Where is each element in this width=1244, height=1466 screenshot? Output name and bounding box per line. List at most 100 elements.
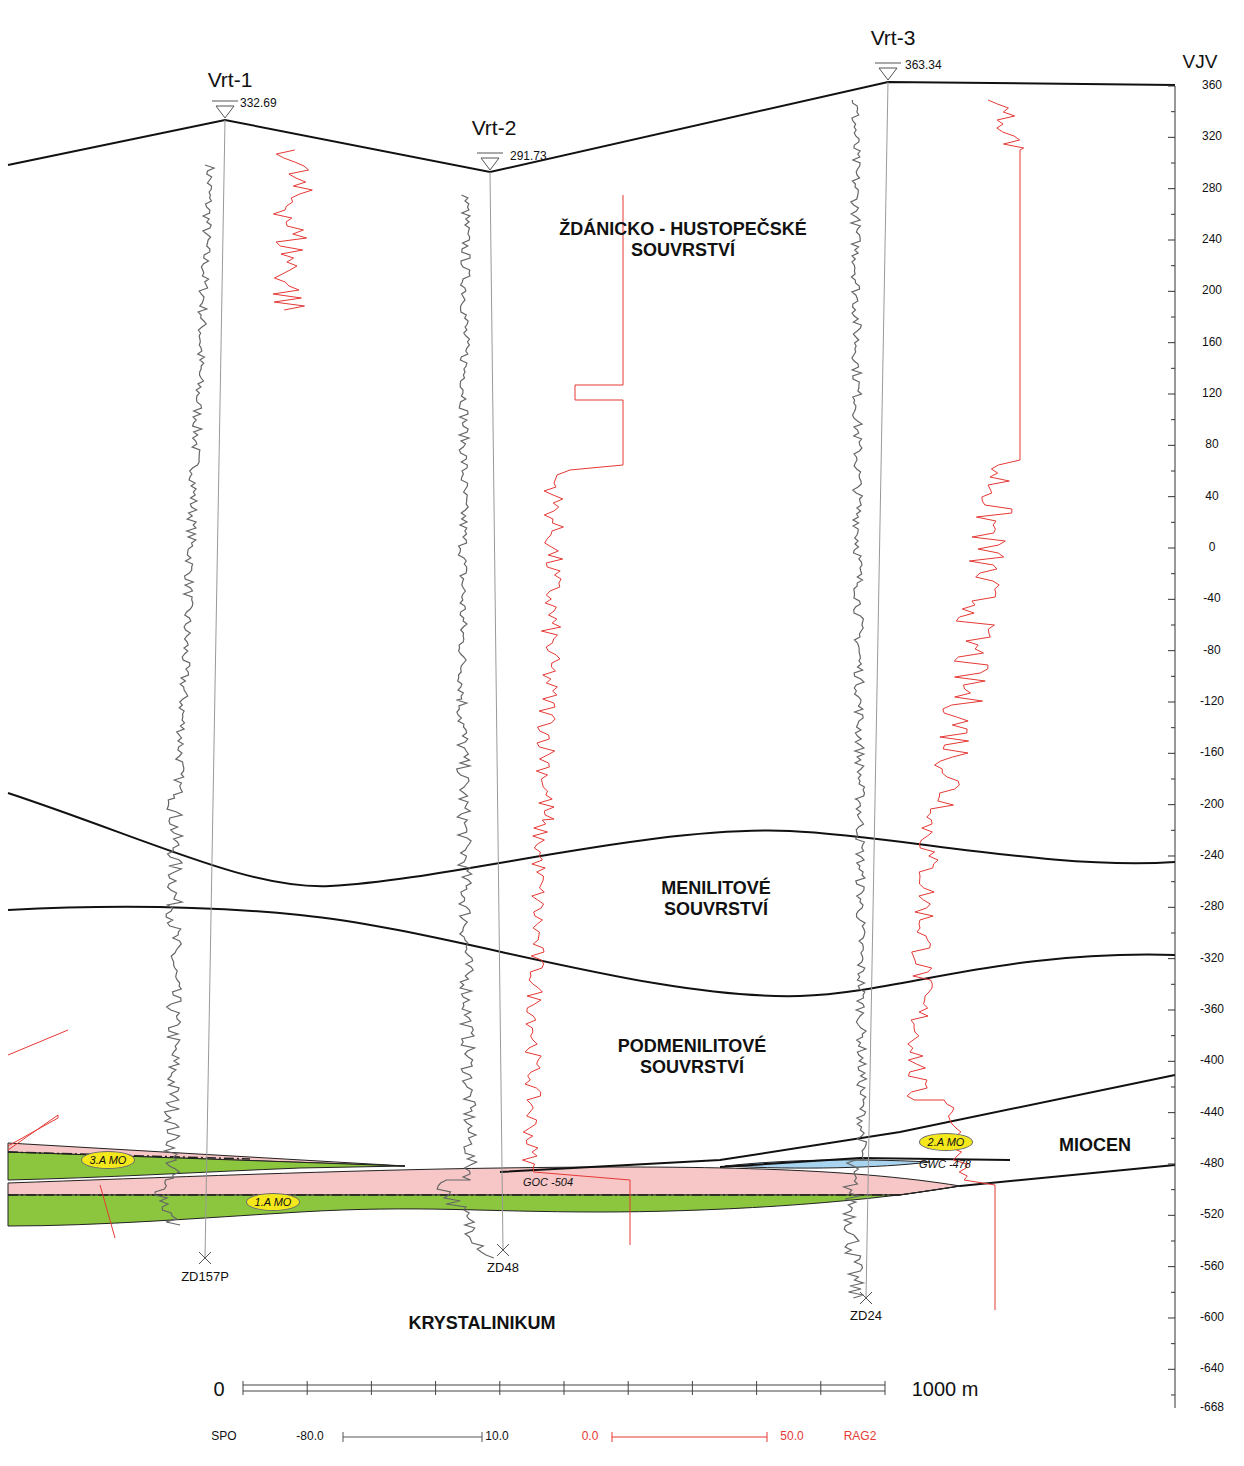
- depth-value: 40: [1205, 490, 1218, 504]
- well-path: [866, 82, 888, 1298]
- depth-value: -280: [1200, 900, 1224, 914]
- axis-tick: [1168, 1061, 1175, 1062]
- axis-tick: [1168, 394, 1175, 395]
- depth-value: 0: [1209, 541, 1216, 555]
- depth-value: -120: [1200, 695, 1224, 709]
- depth-value: -640: [1200, 1362, 1224, 1376]
- well-path: [205, 120, 225, 1258]
- scale-tick: [564, 1381, 565, 1395]
- formation-name: MENILITOVÉ SOUVRSTVÍ: [631, 878, 801, 919]
- scale-label: 0: [213, 1378, 224, 1401]
- axis-tick: [1171, 265, 1175, 266]
- depth-value: 280: [1202, 182, 1222, 196]
- formation-name: ŽDÁNICKO - HUSTOPEČSKÉ SOUVRSTVÍ: [513, 219, 853, 260]
- scale-tick: [307, 1381, 308, 1395]
- depth-value: -200: [1200, 798, 1224, 812]
- sp-log: [437, 195, 494, 1258]
- scale-tick: [243, 1381, 244, 1395]
- axis-tick: [1171, 1240, 1175, 1241]
- boundary-line: [8, 907, 1175, 996]
- axis-tick: [1171, 624, 1175, 625]
- contact-label: GWC -478: [919, 1158, 971, 1171]
- axis-tick: [1168, 1215, 1175, 1216]
- axis-tick: [1171, 881, 1175, 882]
- axis-tick: [1171, 419, 1175, 420]
- axis-tick: [1168, 342, 1175, 343]
- axis-tick: [1168, 291, 1175, 292]
- axis-tick: [1168, 650, 1175, 651]
- axis-tick: [1171, 214, 1175, 215]
- axis-tick: [1171, 111, 1175, 112]
- reservoir-name: 2.A MO: [928, 1136, 965, 1148]
- axis-tick: [1171, 984, 1175, 985]
- log-curve: [8, 1030, 68, 1055]
- well-name: Vrt-2: [472, 116, 517, 140]
- scale-tick: [499, 1381, 500, 1395]
- axis-tick: [1171, 676, 1175, 677]
- axis-tick: [1168, 958, 1175, 959]
- depth-value: -600: [1200, 1311, 1224, 1325]
- reservoir-tag: 2.A MO: [919, 1133, 974, 1151]
- axis-tick: [1168, 240, 1175, 241]
- well-id: ZD24: [850, 1309, 882, 1324]
- axis-tick: [1171, 830, 1175, 831]
- legend-label: SPO: [211, 1430, 236, 1444]
- axis-tick: [1171, 1035, 1175, 1036]
- depth-axis: [1175, 86, 1176, 1408]
- depth-value: -80: [1203, 644, 1220, 658]
- axis-tick: [1168, 496, 1175, 497]
- depth-value: -668: [1200, 1401, 1224, 1415]
- axis-tick: [1168, 599, 1175, 600]
- scale-tick: [885, 1381, 886, 1395]
- axis-tick: [1171, 317, 1175, 318]
- axis-tick: [1171, 1189, 1175, 1190]
- direction: VJV: [1183, 51, 1218, 73]
- reservoir-name: 3.A MO: [90, 1154, 127, 1166]
- reservoir-name: 1.A MO: [255, 1196, 292, 1208]
- depth-value: -560: [1200, 1260, 1224, 1274]
- depth-value: 320: [1202, 130, 1222, 144]
- axis-tick: [1171, 1086, 1175, 1087]
- axis-tick: [1168, 1266, 1175, 1267]
- log-curve: [100, 1185, 115, 1238]
- elevation: 363.34: [905, 59, 942, 73]
- scale-tick: [820, 1381, 821, 1395]
- legend-label: 10.0: [485, 1430, 508, 1444]
- boundary-line: [8, 793, 1175, 886]
- sp-log: [844, 100, 867, 1298]
- depth-value: 360: [1202, 79, 1222, 93]
- formation-name: MIOCEN: [1059, 1135, 1131, 1156]
- well-name: Vrt-1: [208, 68, 253, 92]
- axis-tick: [1168, 445, 1175, 446]
- well-name: Vrt-3: [871, 26, 916, 50]
- scale-tick: [692, 1381, 693, 1395]
- sp-log: [155, 165, 214, 1225]
- axis-tick: [1171, 778, 1175, 779]
- depth-value: -440: [1200, 1106, 1224, 1120]
- elevation: 291.73: [510, 150, 547, 164]
- contact-label: GOC -504: [523, 1176, 573, 1189]
- axis-tick: [1168, 137, 1175, 138]
- well-id: ZD48: [487, 1261, 519, 1276]
- depth-value: 200: [1202, 284, 1222, 298]
- formation-name: PODMENILITOVÉ SOUVRSTVÍ: [592, 1036, 792, 1077]
- depth-value: 80: [1205, 438, 1218, 452]
- legend-scale: [612, 1432, 767, 1442]
- depth-value: 120: [1202, 387, 1222, 401]
- elevation: 332.69: [240, 97, 277, 111]
- legend-label: 50.0: [780, 1430, 803, 1444]
- axis-tick: [1168, 804, 1175, 805]
- formation-name: KRYSTALINIKUM: [409, 1313, 556, 1334]
- axis-tick: [1168, 753, 1175, 754]
- depth-value: -360: [1200, 1003, 1224, 1017]
- scale-tick: [371, 1381, 372, 1395]
- well-id: ZD157P: [181, 1270, 229, 1285]
- depth-value: -320: [1200, 952, 1224, 966]
- log-curve: [8, 1115, 58, 1150]
- axis-tick: [1168, 1112, 1175, 1113]
- gamma-log: [907, 100, 1024, 1310]
- scale-tick: [435, 1381, 436, 1395]
- axis-tick: [1171, 727, 1175, 728]
- axis-tick: [1171, 1394, 1175, 1395]
